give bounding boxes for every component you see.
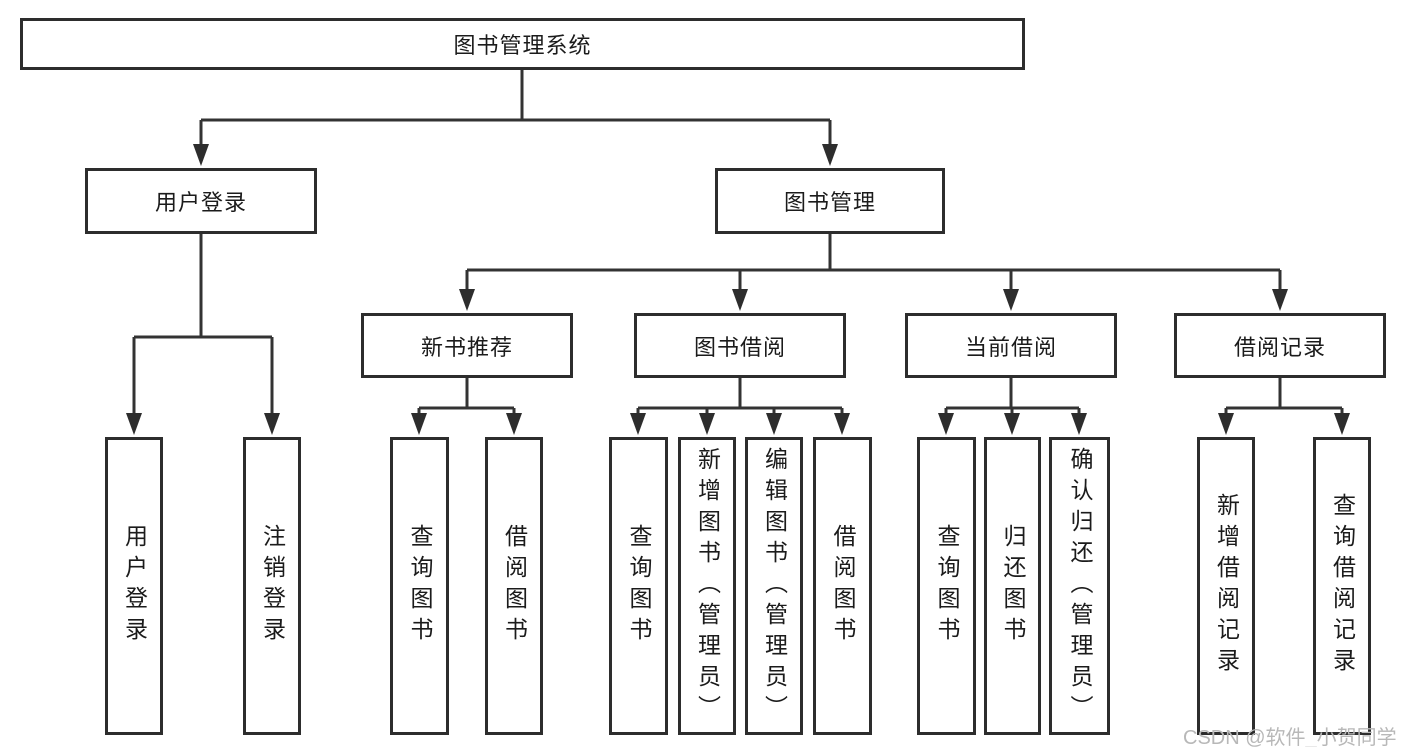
node-borrowing-add-books-admin: 新增图书（管理员） [678, 437, 736, 735]
node-borrowing-query-books: 查询图书 [609, 437, 668, 735]
node-logout: 注销登录 [243, 437, 301, 735]
node-records-add-borrow-record: 新增借阅记录 [1197, 437, 1255, 735]
connector-path [132, 70, 1344, 415]
node-records-query-borrow-record: 查询借阅记录 [1313, 437, 1371, 735]
node-book-borrowing: 图书借阅 [634, 313, 846, 378]
watermark: CSDN @软件_小贺同学 [1183, 727, 1397, 747]
node-borrowing-edit-books-admin: 编辑图书（管理员） [745, 437, 803, 735]
node-current-confirm-return-admin: 确认归还（管理员） [1049, 437, 1110, 735]
node-library-system: 图书管理系统 [20, 18, 1025, 70]
node-recommend-borrow-books: 借阅图书 [485, 437, 543, 735]
node-user-login-branch: 用户登录 [85, 168, 317, 234]
node-current-query-books: 查询图书 [917, 437, 976, 735]
node-user-login: 用户登录 [105, 437, 163, 735]
arrowhead-icons [126, 144, 1350, 435]
node-new-book-recommend: 新书推荐 [361, 313, 573, 378]
node-borrow-records: 借阅记录 [1174, 313, 1386, 378]
node-current-return-books: 归还图书 [984, 437, 1041, 735]
node-book-management: 图书管理 [715, 168, 945, 234]
node-borrowing-borrow-books: 借阅图书 [813, 437, 872, 735]
node-recommend-query-books: 查询图书 [390, 437, 449, 735]
node-current-borrowing: 当前借阅 [905, 313, 1117, 378]
